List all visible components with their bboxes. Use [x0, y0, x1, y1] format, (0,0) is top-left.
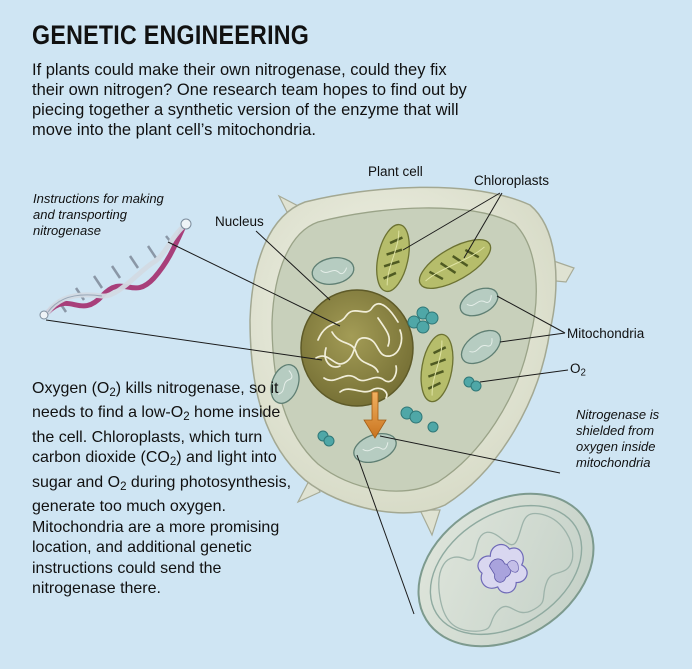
chloroplast [420, 333, 454, 403]
oxygen-molecules [317, 306, 482, 447]
nitrogenase-enzyme [477, 543, 528, 594]
dna-caption: Instructions for making and transporting… [33, 191, 164, 239]
zoom-line [356, 454, 415, 615]
zoom-line [379, 435, 561, 474]
chloroplast [418, 239, 492, 289]
intro-paragraph: If plants could make their own nitrogena… [32, 61, 467, 139]
shield-caption-line: Nitrogenase is [576, 407, 660, 422]
shield-caption-line: shielded from [576, 423, 655, 438]
dna-caption-line: and transporting [33, 207, 127, 222]
oxygen-explanation: Oxygen (O2) kills nitrogenase, so it nee… [32, 380, 292, 597]
nucleus-leader-line [255, 230, 331, 301]
leader-lines [45, 192, 569, 615]
plant-cell-label: Plant cell [368, 164, 423, 179]
mitochondrion [270, 364, 300, 404]
mitochondria [270, 257, 502, 463]
dna-to-nucleus-line [167, 241, 341, 327]
mitochondrion [311, 257, 355, 285]
chromatin [315, 302, 403, 399]
dna-caption-line: Instructions for making [33, 191, 164, 206]
chloroplast [376, 223, 410, 293]
chloroplasts-label: Chloroplasts [474, 173, 550, 188]
shield-caption: Nitrogenase is shielded from oxygen insi… [576, 407, 659, 471]
mitochondrion-highlighted [353, 433, 397, 463]
mitochondrion [459, 287, 499, 317]
o2-leader-line [479, 369, 569, 383]
shield-caption-line: mitochondria [576, 455, 651, 470]
o2-letter: O [570, 361, 581, 376]
mitochondria-label: Mitochondria [567, 326, 645, 341]
chloroplast-leader-line [463, 192, 503, 259]
page-title: GENETIC ENGINEERING [32, 20, 310, 50]
mitochondrion [460, 329, 502, 365]
enlarged-mitochondrion [417, 492, 595, 648]
dna-to-nucleus-line [45, 319, 323, 361]
o2-label: O2 [570, 361, 586, 378]
shield-caption-line: oxygen inside [576, 439, 656, 454]
wall-spike [419, 509, 441, 537]
nucleus-label: Nucleus [215, 214, 264, 229]
o2-subscript: 2 [580, 367, 586, 379]
nucleus [300, 289, 414, 407]
transport-arrow [363, 391, 387, 439]
mitochondria-leader-line [499, 332, 566, 343]
dna-caption-line: nitrogenase [33, 223, 101, 238]
chloroplast-leader-line [402, 192, 501, 251]
chloroplasts [376, 223, 492, 403]
mitochondria-leader-line [496, 295, 566, 334]
